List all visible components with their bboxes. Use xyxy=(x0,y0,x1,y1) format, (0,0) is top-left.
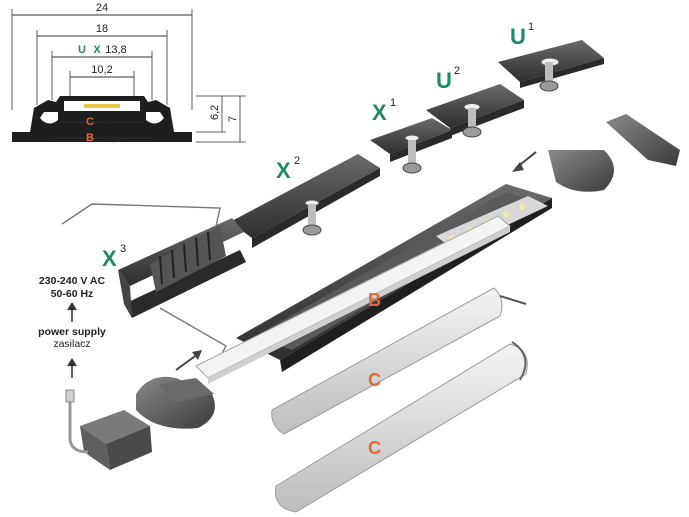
clip-x2 xyxy=(230,154,380,248)
label-x1-letter: X xyxy=(372,100,387,125)
label-u1-sup: 1 xyxy=(528,21,534,33)
dim-b-letter: B xyxy=(86,132,94,144)
label-x1-sup: 1 xyxy=(390,97,396,109)
label-u1-letter: U xyxy=(510,24,526,49)
svg-text:B 15,6: B 15,6 xyxy=(86,128,122,145)
cover-b xyxy=(195,215,511,384)
power-voltage: 230-240 V AC xyxy=(39,275,106,287)
clip-u2 xyxy=(426,84,524,138)
dim-overall-width: 24 xyxy=(96,2,108,14)
cover-c-upper xyxy=(271,287,527,435)
dim-slot-width: 10,2 xyxy=(91,64,112,76)
label-x2-sup: 2 xyxy=(294,155,300,167)
dim-b-width: 15,6 xyxy=(100,132,121,144)
clip-x1 xyxy=(370,118,452,174)
cover-c-lower xyxy=(274,341,528,513)
bracket-x3 xyxy=(118,218,246,318)
cable-outline xyxy=(61,203,221,237)
dim-ux-width: 13,8 xyxy=(105,44,126,56)
dim-height-small: 6,2 xyxy=(209,105,221,120)
profile-section-shape xyxy=(12,96,192,142)
arrow-left-cap xyxy=(175,353,199,371)
led-strip-section xyxy=(84,104,120,108)
label-x3-letter: X xyxy=(102,246,117,271)
end-cap-left xyxy=(136,376,215,429)
power-connector xyxy=(65,389,152,470)
dim-u-prefix: U xyxy=(78,44,86,56)
dim-x-prefix: X xyxy=(93,44,101,56)
dim-inner-width: 18 xyxy=(96,23,108,35)
end-cap-right xyxy=(548,114,680,192)
power-supply-pl: zasilacz xyxy=(53,338,90,350)
label-cover-c-lower: C xyxy=(368,438,381,458)
label-cover-c-upper: C xyxy=(368,370,381,390)
dim-c-width: 12,6 xyxy=(100,116,121,128)
power-supply-en: power supply xyxy=(38,326,106,338)
label-x2-letter: X xyxy=(276,158,291,183)
svg-text:C 12,6: C 12,6 xyxy=(86,112,122,129)
power-frequency: 50-60 Hz xyxy=(51,288,94,300)
label-u2-sup: 2 xyxy=(454,65,460,77)
svg-text:U X 13,8: U X 13,8 xyxy=(78,40,127,57)
label-cover-b: B xyxy=(368,290,381,310)
label-u2-letter: U xyxy=(436,68,452,93)
label-x3-sup: 3 xyxy=(120,243,126,255)
dim-c-letter: C xyxy=(86,116,94,128)
dim-height-total: 7 xyxy=(227,116,239,122)
cross-section-drawing: 24 18 U X 13,8 10,2 C 12,6 B 15,6 xyxy=(11,2,246,145)
clip-u1 xyxy=(498,40,604,92)
